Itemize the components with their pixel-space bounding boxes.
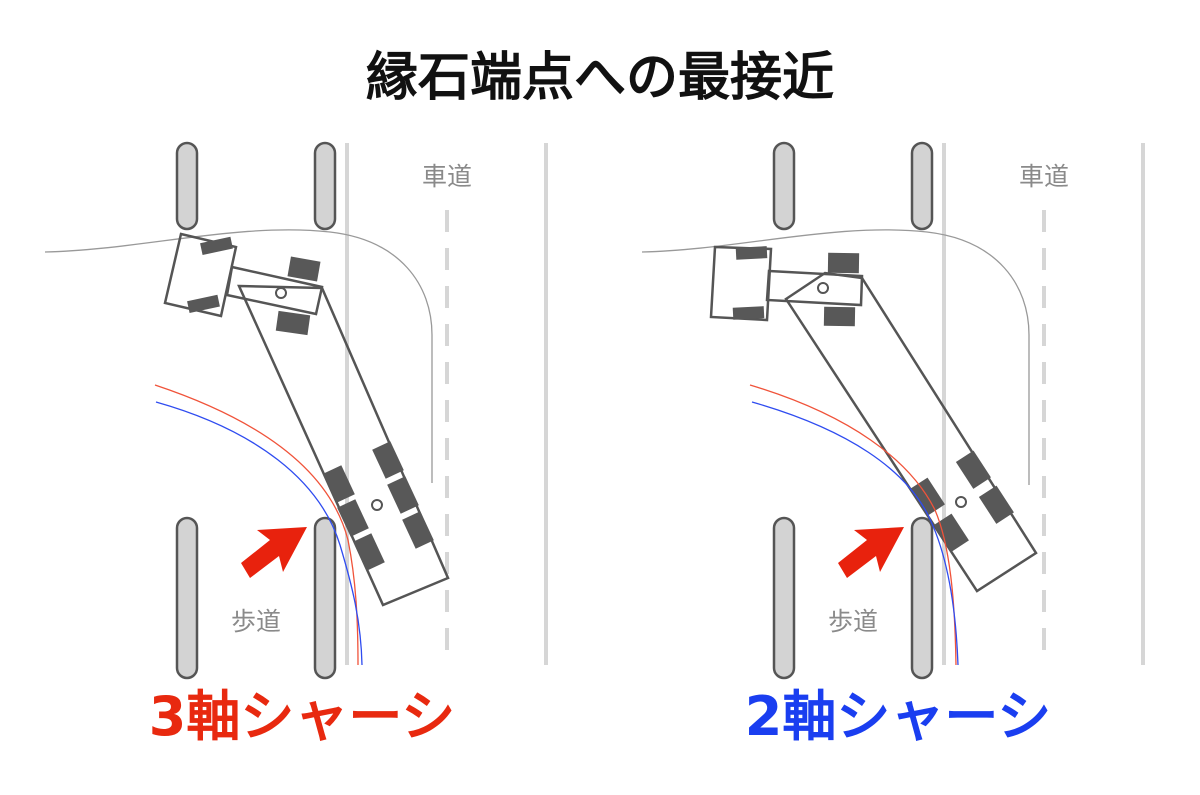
roadway-label: 車道 <box>1019 162 1069 191</box>
trajectory-blue <box>155 401 363 666</box>
trailer-wheel <box>402 511 434 549</box>
wheel <box>827 252 860 274</box>
trajectory-blue <box>751 401 959 666</box>
curb-upper-right <box>313 141 337 231</box>
caption-2-axle: 2軸シャーシ <box>745 685 1052 748</box>
wheel <box>187 294 220 313</box>
wheel <box>735 246 768 260</box>
caption-3-axle: 3軸シャーシ <box>149 685 456 748</box>
swept-path-outline <box>44 229 433 483</box>
curb-upper-left <box>772 141 796 231</box>
wheel <box>275 310 311 336</box>
trailer-wheel <box>387 476 419 514</box>
trailer-wheel <box>933 513 969 552</box>
wheel <box>823 306 856 327</box>
curb-upper-left <box>175 141 199 231</box>
trailer-wheel <box>372 441 404 479</box>
tractor <box>709 245 864 327</box>
trailer-wheel <box>353 533 385 571</box>
arrow-icon <box>838 527 904 578</box>
panel-3-axle: 車道 歩道 3軸シャーシ <box>44 141 548 748</box>
curb-lower-right <box>910 516 934 680</box>
fifth-wheel-pin <box>817 282 829 294</box>
curb-upper-right <box>910 141 934 231</box>
trailer-wheel <box>337 499 369 537</box>
trajectory-red <box>749 384 957 666</box>
wheel <box>287 256 321 282</box>
panel-2-axle: 車道 歩道 2軸シャーシ <box>641 141 1145 748</box>
trailer-axle-center <box>955 496 967 508</box>
wheel <box>732 306 765 320</box>
sidewalk-label: 歩道 <box>231 607 281 636</box>
curb-lower-right <box>313 516 337 680</box>
swept-path-outline <box>641 229 1030 485</box>
tractor <box>163 232 324 336</box>
trailer-wheel <box>323 465 355 503</box>
trailer-axle-center <box>371 499 383 511</box>
curb-lower-left <box>772 516 796 680</box>
sidewalk-label: 歩道 <box>828 607 878 636</box>
diagram-title: 縁石端点への最接近 <box>366 48 834 108</box>
trailer-wheel <box>955 450 991 489</box>
curb-lower-left <box>175 516 199 680</box>
trailer-wheel <box>978 485 1014 524</box>
wheel <box>200 236 233 255</box>
fifth-wheel-pin <box>275 287 287 299</box>
roadway-label: 車道 <box>422 162 472 191</box>
arrow-icon <box>241 527 307 578</box>
